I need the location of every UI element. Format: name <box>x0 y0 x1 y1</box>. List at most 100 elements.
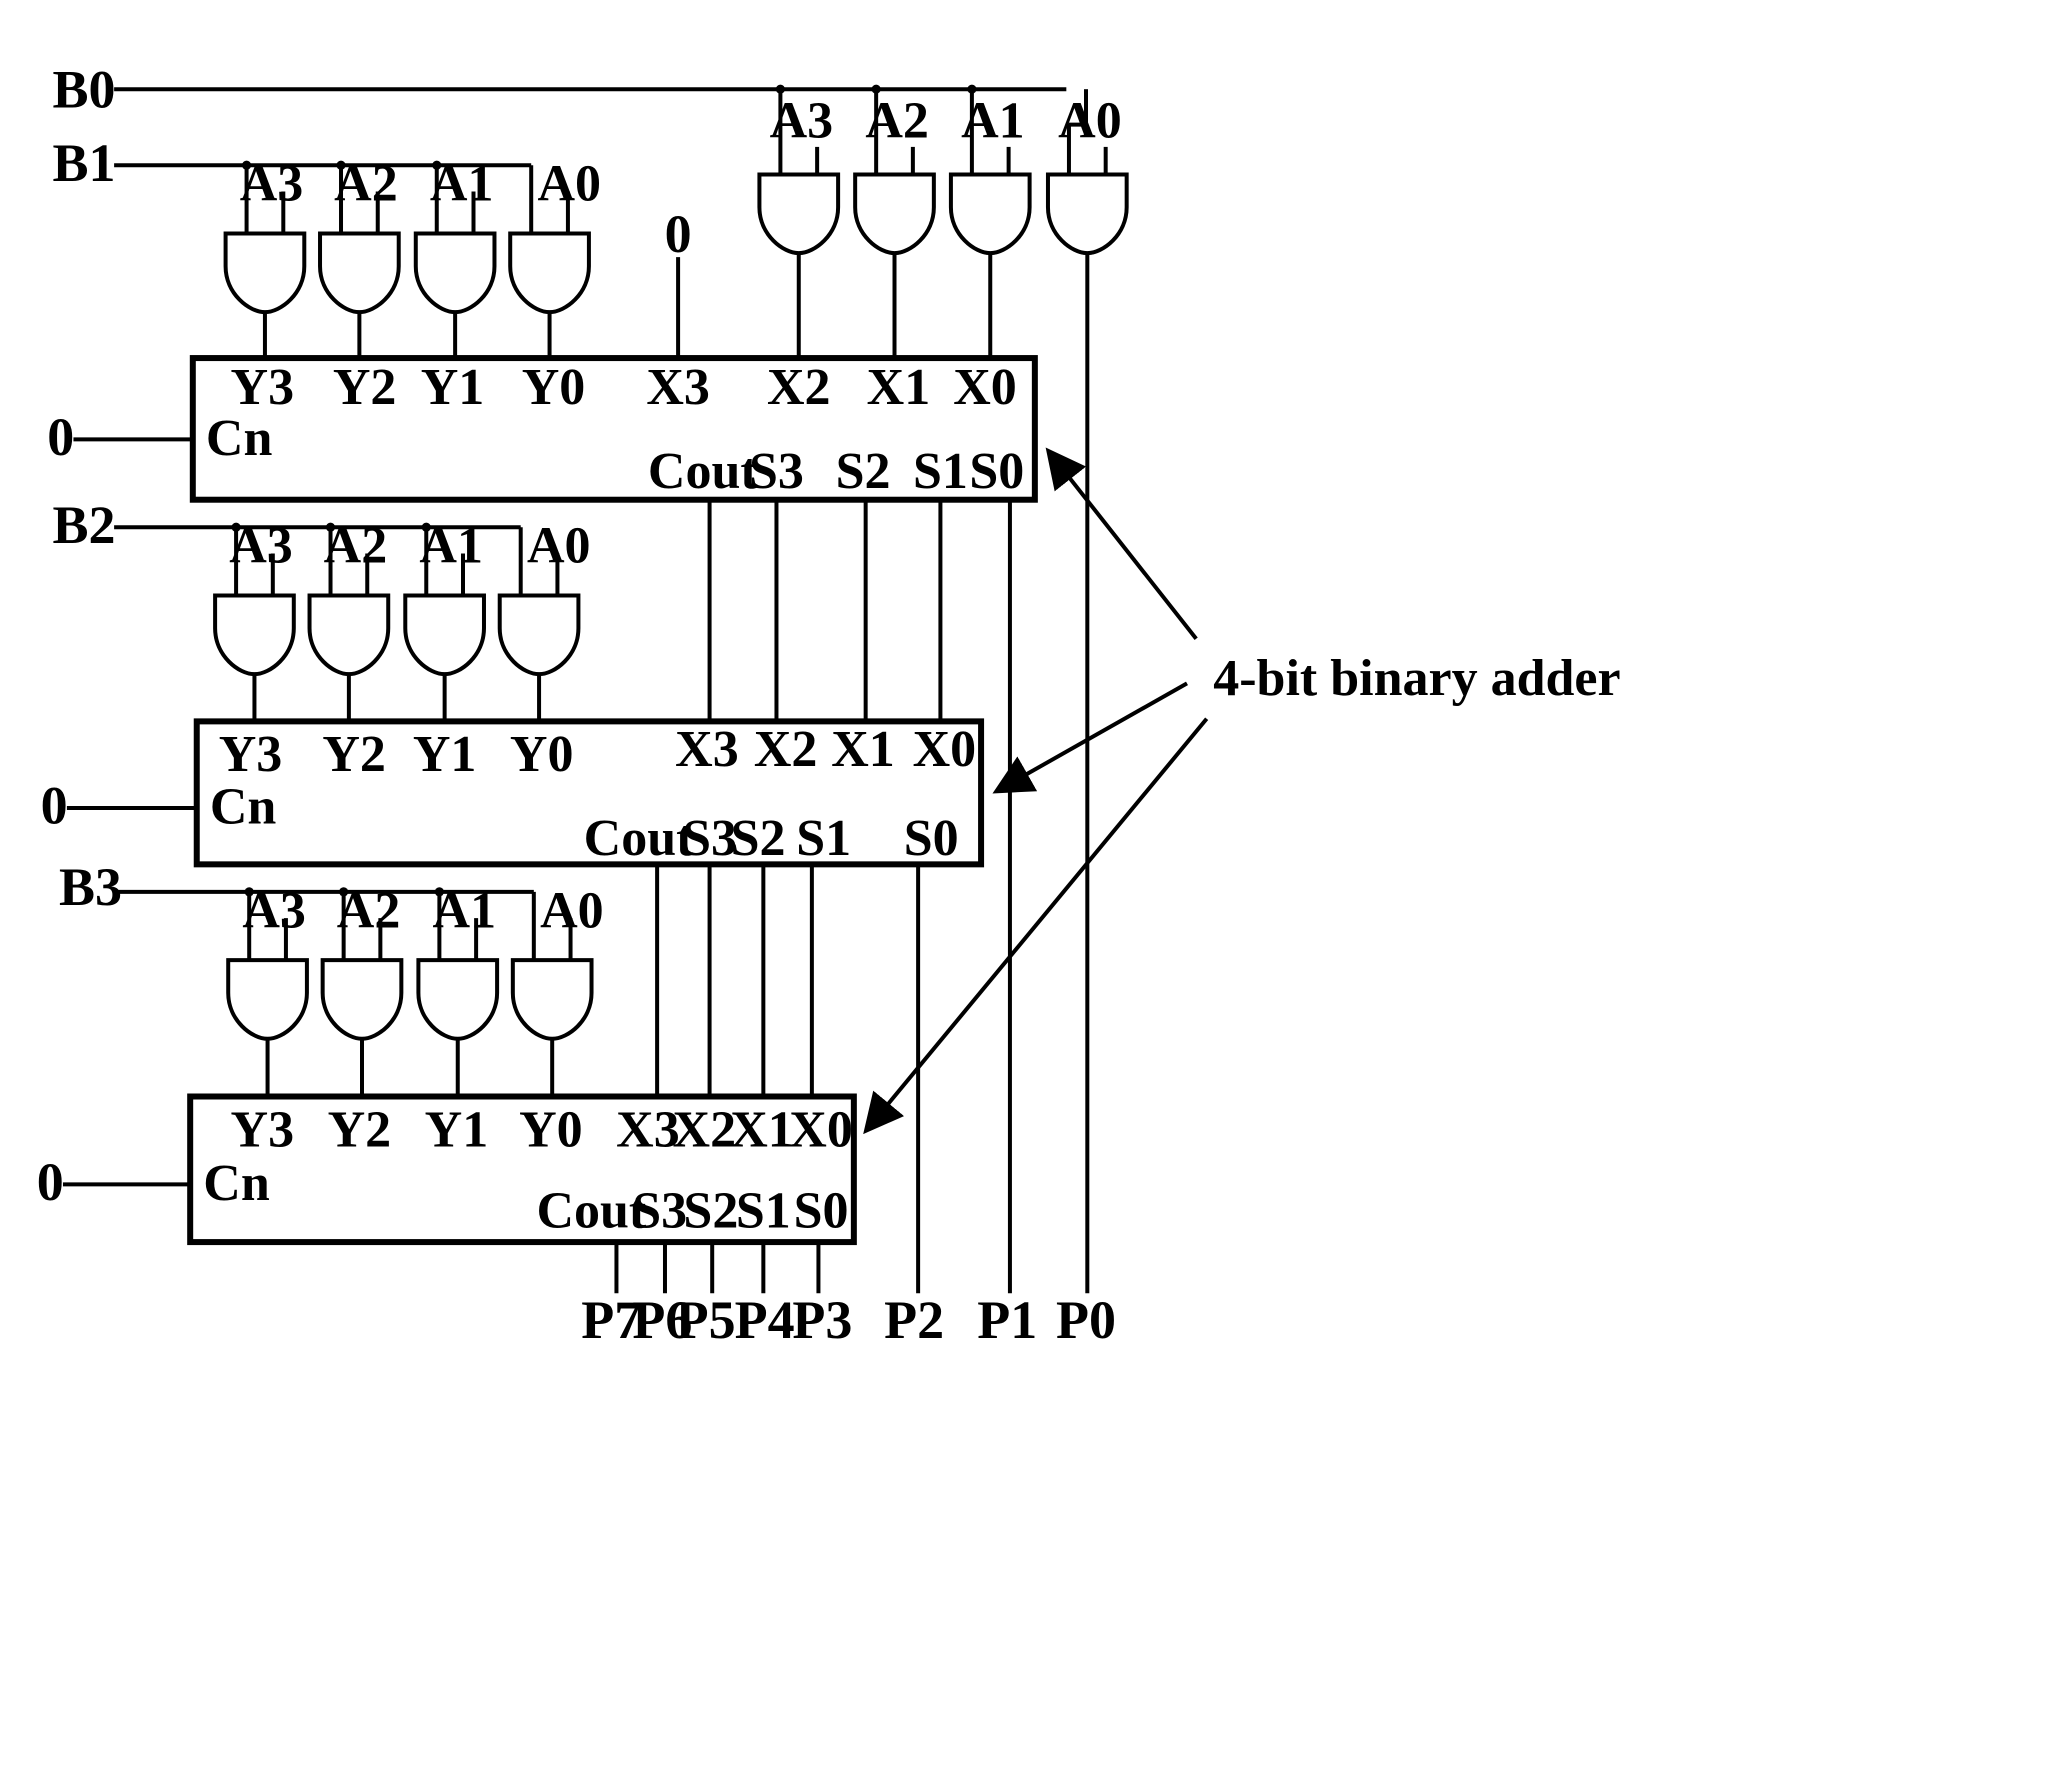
adder-1-x-label-x3: X3 <box>646 359 710 416</box>
adder-1-cn-label: Cn <box>206 410 273 467</box>
junction-dot <box>231 522 241 532</box>
a-input-label-a0: A0 <box>1058 93 1122 150</box>
adder-2-s-label-s0: S0 <box>904 810 959 867</box>
b2-label: B2 <box>52 495 115 555</box>
output-label-p2: P2 <box>884 1290 944 1350</box>
adder-1-x-label-x0: X0 <box>953 359 1017 416</box>
junction-dot <box>967 84 977 94</box>
a-input-label-a3: A3 <box>240 156 304 213</box>
and-gate <box>497 593 581 677</box>
adder-2-s-label-s3: S3 <box>682 810 737 867</box>
zero-input-label: 0 <box>41 776 68 836</box>
adder-3-s-label-s0: S0 <box>794 1183 849 1240</box>
a-input-label-a0: A0 <box>527 518 591 575</box>
junction-dot <box>871 84 881 94</box>
junction-dot <box>434 887 444 897</box>
adder-3-y-label-y3: Y3 <box>231 1101 295 1158</box>
adder-3-cn-label: Cn <box>203 1155 270 1212</box>
a-input-label-a3: A3 <box>229 518 293 575</box>
adder-1-y-label-y2: Y2 <box>333 359 397 416</box>
adder-3-block <box>187 1093 857 1246</box>
junction-dot <box>325 522 336 532</box>
adder-3-y-label-y0: Y0 <box>519 1101 583 1158</box>
and-gate <box>1045 172 1129 256</box>
adder-1-y-label-y0: Y0 <box>522 359 586 416</box>
a-input-label-a1: A1 <box>430 156 494 213</box>
adder-3-x-label-x2: X2 <box>673 1101 737 1158</box>
annotation-label: 4-bit binary adder <box>1213 650 1620 707</box>
adder-1-s-label-s0: S0 <box>969 443 1024 500</box>
and-gate <box>223 231 307 315</box>
adder-2-s-label-s2: S2 <box>731 810 786 867</box>
and-gate <box>853 172 936 256</box>
adder-3-y-label-y2: Y2 <box>328 1101 392 1158</box>
and-gate <box>403 593 486 677</box>
junction-dot <box>241 160 252 170</box>
junction-dot <box>432 160 442 170</box>
adder-2-y-label-y2: Y2 <box>322 726 386 783</box>
adder-2-x-label-x0: X0 <box>913 721 977 778</box>
a-input-label-a2: A2 <box>324 518 388 575</box>
a-input-label-a2: A2 <box>337 882 401 939</box>
adder-2-y-label-y1: Y1 <box>413 726 477 783</box>
and-gate <box>413 231 497 315</box>
annotation-arrow <box>863 717 1209 1135</box>
a-input-label-a3: A3 <box>242 882 306 939</box>
and-gate <box>757 172 841 256</box>
and-gate <box>948 172 1032 256</box>
and-gate <box>416 958 500 1041</box>
adder-1-y-label-y1: Y1 <box>421 359 485 416</box>
adder-2-y-label-y3: Y3 <box>219 726 283 783</box>
output-label-p0: P0 <box>1056 1290 1116 1350</box>
adder-3-y-label-y1: Y1 <box>425 1101 489 1158</box>
adder-1-block <box>189 355 1038 503</box>
a-input-label-a1: A1 <box>433 882 497 939</box>
adder-1-s-label-s1: S1 <box>913 443 968 500</box>
adder-2-cout-label: Cout <box>584 810 694 867</box>
junction-dot <box>336 160 346 170</box>
annotation-arrow <box>1045 447 1198 640</box>
and-gate <box>320 958 404 1041</box>
adder-3-s-label-s3: S3 <box>632 1183 687 1240</box>
adder-2-x-label-x3: X3 <box>675 721 739 778</box>
and-gate <box>318 231 401 315</box>
adder-2-x-label-x1: X1 <box>831 721 895 778</box>
a-input-label-a2: A2 <box>865 93 929 150</box>
junction-dot <box>421 522 431 532</box>
and-gate <box>226 958 309 1041</box>
junction-dot <box>775 84 785 94</box>
adder-1-x-label-x2: X2 <box>767 359 831 416</box>
output-label-p4: P4 <box>735 1290 795 1350</box>
adder-1-y-label-y3: Y3 <box>231 359 295 416</box>
a-input-label-a1: A1 <box>419 518 483 575</box>
b0-label: B0 <box>52 60 115 120</box>
adder-2-s-label-s1: S1 <box>796 810 851 867</box>
adder-3-s-label-s1: S1 <box>736 1183 791 1240</box>
output-label-p1: P1 <box>977 1290 1037 1350</box>
zero-input-label: 0 <box>47 407 74 467</box>
junction-dot <box>244 887 254 897</box>
and-gate <box>213 593 296 677</box>
a-input-label-a3: A3 <box>770 93 834 150</box>
adder-1-s-label-s3: S3 <box>749 443 804 500</box>
adder-1-x-label-x1: X1 <box>867 359 931 416</box>
junction-dot <box>339 887 349 897</box>
b3-label: B3 <box>59 857 122 917</box>
adder-3-x-label-x3: X3 <box>616 1101 680 1158</box>
adder-3-x-label-x0: X0 <box>789 1101 853 1158</box>
adder-2-block <box>193 718 985 868</box>
adder-3-x-label-x1: X1 <box>730 1101 794 1158</box>
and-gate <box>510 958 594 1041</box>
output-label-p5: P5 <box>676 1290 736 1350</box>
b1-label: B1 <box>52 133 115 193</box>
output-label-p6: P6 <box>632 1290 692 1350</box>
adder-3-s-label-s2: S2 <box>683 1183 738 1240</box>
x3-zero-label: 0 <box>665 204 692 264</box>
output-label-p7: P7 <box>581 1290 641 1350</box>
adder-2-y-label-y0: Y0 <box>510 726 574 783</box>
annotation-arrow <box>992 681 1188 794</box>
zero-input-label: 0 <box>37 1152 64 1212</box>
adder-1-cout-label: Cout <box>648 443 758 500</box>
adder-3-cout-label: Cout <box>536 1183 646 1240</box>
